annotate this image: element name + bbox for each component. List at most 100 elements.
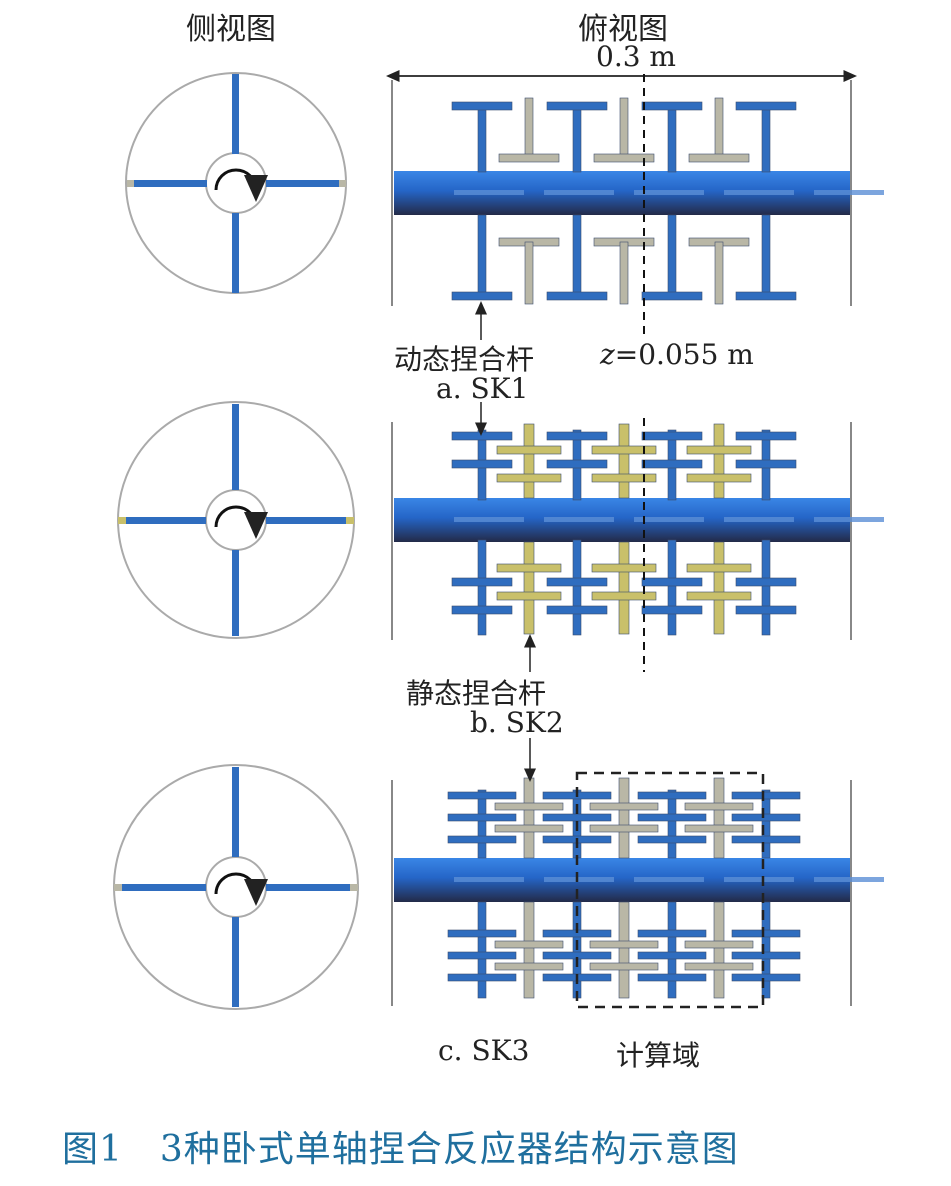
static-bar-crossbar — [688, 153, 750, 163]
dynamic-bar-crossbar — [641, 291, 703, 301]
static-bar-crossbar — [686, 445, 752, 455]
static-bar-crossbar — [686, 563, 752, 573]
static-bar-crossbar — [496, 563, 562, 573]
dynamic-bar-crossbar — [451, 291, 513, 301]
shaft-slot — [454, 190, 524, 195]
static-bar-crossbar — [589, 824, 659, 833]
static-bar-crossbar — [684, 940, 754, 949]
z-position-label: z=0.055 m — [600, 338, 754, 371]
static-bar-crossbar — [496, 445, 562, 455]
dynamic-bar-stem — [761, 107, 771, 173]
dynamic-bar-crossbar — [735, 431, 797, 441]
panel-caption-a: a. SK1 — [436, 372, 529, 405]
dynamic-bar-stem — [477, 539, 487, 636]
dynamic-bar-crossbar — [447, 973, 517, 982]
static-bar-stem — [713, 777, 725, 859]
dynamic-bar-crossbar — [735, 101, 797, 111]
dynamic-bar-stem — [761, 214, 771, 296]
static-bar-crossbar — [684, 824, 754, 833]
dynamic-bar-crossbar — [546, 291, 608, 301]
dynamic-bar-stem — [477, 107, 487, 173]
dynamic-bar-crossbar — [731, 813, 801, 822]
shaft-slot — [634, 190, 704, 195]
dynamic-bar-crossbar — [447, 835, 517, 844]
static-bar-crossbar — [494, 940, 564, 949]
z-variable: z — [600, 338, 615, 371]
rotation-arrow-c — [214, 872, 268, 906]
static-bar-stem — [523, 901, 535, 999]
dynamic-bar-label: 动态捏合杆 — [394, 343, 535, 376]
shaft-slot — [814, 517, 884, 522]
dynamic-bar-stem — [667, 107, 677, 173]
static-bar-stem — [618, 423, 630, 499]
dynamic-bar-crossbar — [731, 791, 801, 800]
top-view-b — [391, 422, 884, 640]
shaft-slot — [724, 877, 794, 882]
static-bar-crossbar — [494, 962, 564, 971]
width-dimension-label: 0.3 m — [596, 40, 676, 73]
dynamic-bar-crossbar — [641, 459, 703, 469]
dynamic-bar-crossbar — [637, 973, 707, 982]
dynamic-bar-crossbar — [641, 101, 703, 111]
dynamic-bar-crossbar — [542, 813, 612, 822]
dynamic-bar-crossbar — [735, 605, 797, 615]
dynamic-bar-crossbar — [451, 101, 513, 111]
static-bar-crossbar — [591, 591, 657, 601]
shaft-slot — [724, 517, 794, 522]
figure-caption: 图1 3种卧式单轴捏合反应器结构示意图 — [62, 1129, 739, 1170]
side-view-heading: 侧视图 — [186, 12, 276, 47]
panel-caption-c: c. SK3 — [438, 1034, 530, 1067]
shaft-slot — [814, 877, 884, 882]
side-view-a — [125, 72, 347, 294]
static-bar-stem — [523, 777, 535, 859]
dynamic-bar-stem — [667, 789, 677, 859]
dynamic-bar-stem — [667, 901, 677, 999]
static-bar-stem — [618, 541, 630, 635]
dynamic-bar-crossbar — [546, 459, 608, 469]
dynamic-bar-crossbar — [637, 929, 707, 938]
dynamic-bar-crossbar — [447, 791, 517, 800]
dynamic-bar-crossbar — [546, 101, 608, 111]
static-bar-stem — [524, 241, 534, 305]
static-bar-crossbar — [591, 563, 657, 573]
shaft-slot — [634, 517, 704, 522]
static-bar-crossbar — [498, 153, 560, 163]
static-bar-stem — [619, 241, 629, 305]
rotation-arrow-a — [214, 168, 268, 202]
static-bar-crossbar — [591, 445, 657, 455]
static-bar-crossbar — [589, 962, 659, 971]
dynamic-bar-crossbar — [735, 577, 797, 587]
static-bar-crossbar — [494, 802, 564, 811]
dynamic-bar-stem — [761, 539, 771, 636]
z-value: =0.055 m — [614, 338, 754, 371]
static-bar-crossbar — [591, 473, 657, 483]
static-bar-crossbar — [494, 824, 564, 833]
shaft-slot — [814, 190, 884, 195]
static-bar-stem — [524, 97, 534, 159]
dynamic-bar-crossbar — [637, 835, 707, 844]
top-view-c — [391, 777, 884, 1006]
dynamic-bar-crossbar — [546, 431, 608, 441]
dynamic-bar-crossbar — [731, 835, 801, 844]
static-bar-crossbar — [684, 962, 754, 971]
dynamic-bar-crossbar — [735, 291, 797, 301]
shaft-slot — [544, 517, 614, 522]
compute-domain-box — [575, 771, 765, 1009]
panel-caption-b: b. SK2 — [470, 706, 564, 739]
dynamic-bar-crossbar — [546, 605, 608, 615]
dynamic-bar-stem — [572, 539, 582, 636]
static-bar-stem — [713, 541, 725, 635]
static-bar-stem — [714, 97, 724, 159]
dynamic-bar-crossbar — [731, 929, 801, 938]
dynamic-bar-crossbar — [451, 459, 513, 469]
dynamic-bar-stem — [761, 789, 771, 859]
dynamic-bar-crossbar — [735, 459, 797, 469]
static-bar-stem — [618, 901, 630, 999]
dynamic-bar-crossbar — [637, 813, 707, 822]
dynamic-bar-crossbar — [447, 951, 517, 960]
top-view-heading: 俯视图 — [578, 12, 668, 47]
dynamic-bar-stem — [667, 539, 677, 636]
dynamic-bar-stem — [477, 789, 487, 859]
static-bar-stem — [713, 901, 725, 999]
